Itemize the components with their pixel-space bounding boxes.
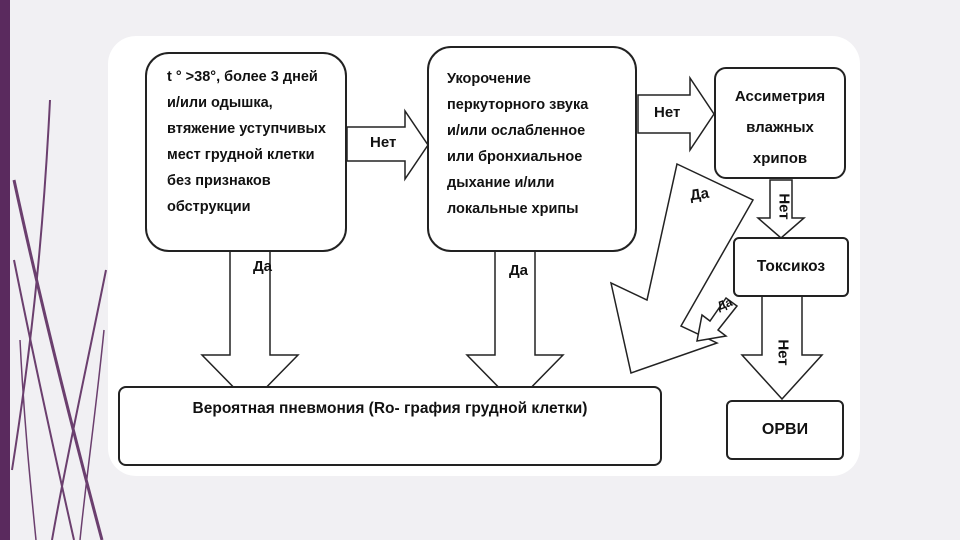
percussion-findings-box: Укорочение перкуторного звука и/или осла… <box>427 46 637 252</box>
percussion-findings-text: Укорочение перкуторного звука и/или осла… <box>447 71 589 217</box>
label-da-3: Да <box>688 184 711 205</box>
orvi-text: ОРВИ <box>761 421 809 438</box>
label-net-vertical-2: Нет <box>774 339 792 366</box>
toxicosis-box: Токсикоз <box>733 237 849 297</box>
arrow-down-da-2 <box>465 241 565 406</box>
toxicosis-text: Токсикоз <box>756 258 826 275</box>
arrow-diag-da-3 <box>609 162 755 374</box>
arrow-right-net-2 <box>637 75 715 153</box>
decorative-lines <box>11 99 107 540</box>
arrow-diag-da-4 <box>696 296 739 342</box>
fever-dyspnea-text: t ° >38°, более 3 дней и/или одышка, втя… <box>167 69 326 215</box>
arrow-down-net-v1 <box>755 179 807 239</box>
label-net-vertical-1: Нет <box>775 193 793 220</box>
side-bar <box>0 0 10 540</box>
orvi-box: ОРВИ <box>726 400 844 460</box>
asymmetry-rales-text: Ассиметрия влажных хрипов <box>734 88 826 167</box>
fever-dyspnea-box: t ° >38°, более 3 дней и/или одышка, втя… <box>145 52 347 252</box>
label-da-1: Да <box>253 258 273 275</box>
arrow-right-net-1 <box>346 108 429 182</box>
label-da-2: Да <box>509 262 529 279</box>
probable-pneumonia-box: Вероятная пневмония (Ro- графия грудной … <box>118 386 662 466</box>
asymmetry-rales-box: Ассиметрия влажных хрипов <box>714 67 846 179</box>
probable-pneumonia-text: Вероятная пневмония (Ro- графия грудной … <box>192 400 588 417</box>
label-net-2: Нет <box>654 104 681 121</box>
label-net-1: Нет <box>370 134 397 151</box>
arrow-down-da-1 <box>200 236 300 406</box>
